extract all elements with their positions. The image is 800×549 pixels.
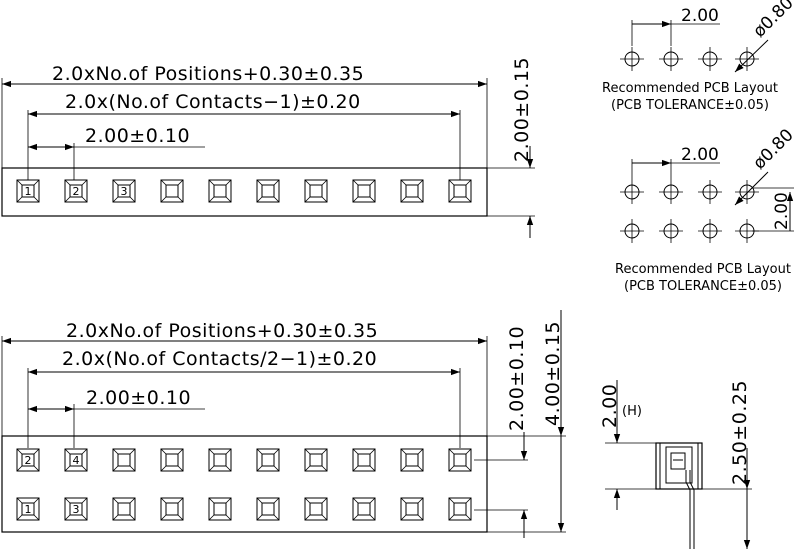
side-tail-dim: 2.50±0.25 <box>729 380 751 485</box>
single-contact: 3 <box>112 179 136 203</box>
pcb2-caption-2: (PCB TOLERANCE±0.05) <box>624 279 782 294</box>
single-contact <box>256 179 280 203</box>
side-height-tag: (H) <box>622 404 642 419</box>
pcb-hole <box>620 180 644 204</box>
single-row-view: 1 2 3 2.0xNo.of Positions+0.30±0.35 2.0x(N… <box>1 57 535 238</box>
dual-contact-bottom <box>112 497 136 521</box>
side-view: 2.00 (H) 2.50±0.25 <box>599 380 752 549</box>
dual-height-dim: 4.00±0.15 <box>542 321 564 426</box>
pcb2-hole-dim: ø0.80 <box>749 125 797 173</box>
dual-contacts-dim: 2.0x(No.of Contacts/2−1)±0.20 <box>62 348 377 370</box>
single-contact <box>160 179 184 203</box>
pcb-hole <box>620 219 644 243</box>
dual-pitch-dim: 2.00±0.10 <box>86 387 191 409</box>
single-contact <box>352 179 376 203</box>
dual-row-housing <box>1 435 488 533</box>
dual-contact-bottom <box>352 497 376 521</box>
pcb-hole <box>698 47 722 71</box>
pcb-hole <box>659 47 683 71</box>
dual-contact-bottom <box>304 497 328 521</box>
pcb1-caption-2: (PCB TOLERANCE±0.05) <box>611 98 769 113</box>
single-contact <box>448 179 472 203</box>
dual-contact-top: 2 <box>16 448 40 472</box>
pcb-hole <box>620 47 644 71</box>
dual-contact-bottom: 1 <box>16 497 40 521</box>
pcb-hole <box>698 219 722 243</box>
pcb1-hole-dim: ø0.80 <box>749 0 797 42</box>
single-contact <box>208 179 232 203</box>
dual-contact-top <box>112 448 136 472</box>
dual-contact-top <box>400 448 424 472</box>
pcb-layout-single: 2.00 ø0.80 Recommended PCB Layout (PCB T… <box>602 0 798 113</box>
dual-contact-top <box>160 448 184 472</box>
dual-contact-bottom <box>208 497 232 521</box>
pin-number-label: 4 <box>73 454 80 467</box>
pcb-hole <box>659 180 683 204</box>
side-height-dim: 2.00 <box>599 384 621 428</box>
dual-contact-top: 4 <box>64 448 88 472</box>
single-overall-dim: 2.0xNo.of Positions+0.30±0.35 <box>52 63 364 85</box>
dual-contact-bottom <box>256 497 280 521</box>
pin-number-label: 2 <box>25 454 32 467</box>
pcb-hole <box>735 180 759 204</box>
pin-number-label: 1 <box>25 503 32 516</box>
dual-row-view: 2 1 4 3 2.0xNo.of Positions+0.30±0.35 2.0x(… <box>1 310 566 538</box>
dual-contact-top <box>256 448 280 472</box>
pcb-hole <box>698 180 722 204</box>
dual-row-pitch-dim: 2.00±0.10 <box>506 326 528 431</box>
pin-number-label: 1 <box>25 185 32 198</box>
dual-overall-dim: 2.0xNo.of Positions+0.30±0.35 <box>66 320 378 342</box>
dual-contact-bottom <box>400 497 424 521</box>
pcb2-pitch: 2.00 <box>681 145 719 165</box>
pin-number-label: 3 <box>121 185 128 198</box>
dual-contact-top <box>352 448 376 472</box>
dual-contact-bottom: 3 <box>64 497 88 521</box>
pcb1-caption-1: Recommended PCB Layout <box>602 81 778 96</box>
single-contact <box>400 179 424 203</box>
pin-number-label: 2 <box>73 185 80 198</box>
pcb2-caption-1: Recommended PCB Layout <box>615 262 791 277</box>
pcb1-pitch: 2.00 <box>681 6 719 26</box>
single-height-dim: 2.00±0.15 <box>511 57 533 162</box>
pcb2-row-pitch: 2.00 <box>772 192 792 230</box>
dual-contact-bottom <box>448 497 472 521</box>
single-pitch-dim: 2.00±0.10 <box>85 125 190 147</box>
single-contact: 2 <box>64 179 88 203</box>
dual-row-contacts: 2 1 4 3 <box>16 448 472 521</box>
pcb-hole <box>735 47 759 71</box>
dual-contact-bottom <box>160 497 184 521</box>
pin-number-label: 3 <box>73 503 80 516</box>
pcb-layout-dual: 2.00 ø0.80 2.00 Recommended PCB Layout (… <box>615 125 798 294</box>
pcb-hole <box>659 219 683 243</box>
dual-contact-top <box>208 448 232 472</box>
dual-contact-top <box>304 448 328 472</box>
side-body <box>655 442 703 490</box>
dual-contact-top <box>448 448 472 472</box>
single-contacts-dim: 2.0x(No.of Contacts−1)±0.20 <box>65 91 361 113</box>
single-contact <box>304 179 328 203</box>
